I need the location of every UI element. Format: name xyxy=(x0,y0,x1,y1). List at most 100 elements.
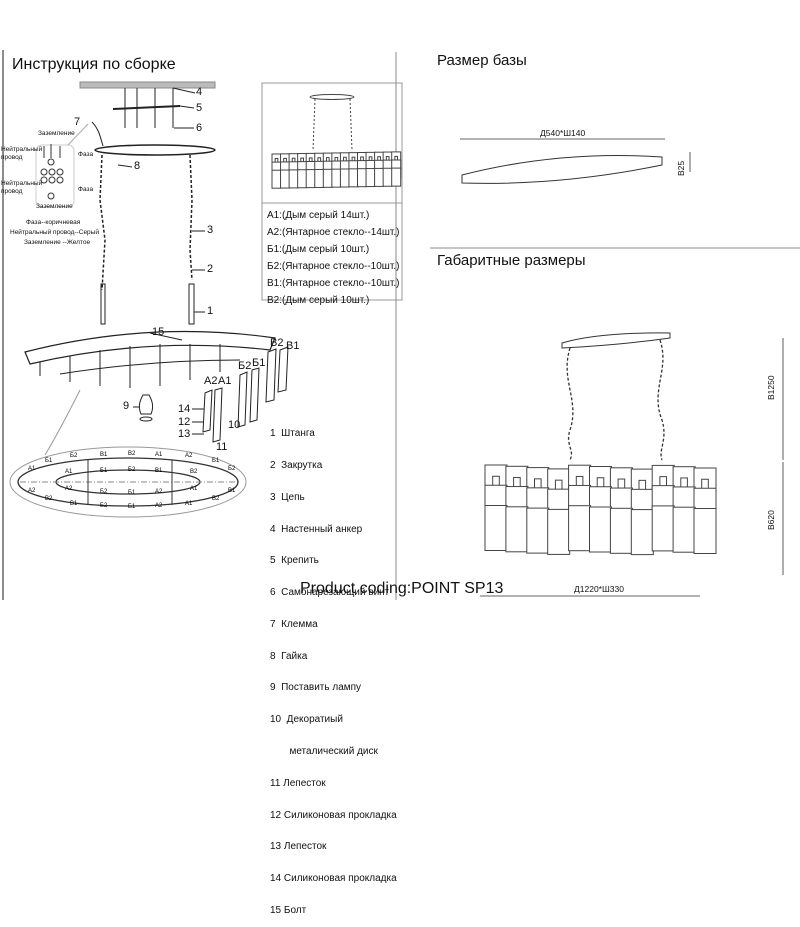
shade-label-a1: A1 xyxy=(218,375,232,387)
ring-label: A1 xyxy=(155,452,163,458)
glass-shade xyxy=(589,506,612,553)
ring-label: B2 xyxy=(212,496,220,502)
base-dimension-drawing xyxy=(460,138,691,184)
part-item: 12 Силиконовая прокладка xyxy=(270,809,397,821)
ring-label: A2 xyxy=(155,489,163,495)
shade-layout-ring xyxy=(9,446,247,518)
parts-list: 1 Штанга 2 Закрутка 3 Цепь 4 Настенный а… xyxy=(270,408,397,927)
glass-shade xyxy=(374,167,385,187)
callout-8: 8 xyxy=(134,160,141,172)
part-item: 13 Лепесток xyxy=(270,841,327,853)
legend-item: B2:(Дым серый 10шт.) xyxy=(267,295,370,306)
glass-shade xyxy=(651,505,675,552)
callout-4: 4 xyxy=(196,86,203,98)
glass-shade xyxy=(357,168,367,188)
glass-shade xyxy=(391,167,402,187)
glass-shade xyxy=(609,507,633,554)
part-item: 6 Самонарезающий винт xyxy=(270,587,390,599)
glass-shade xyxy=(314,168,325,188)
glass-shade xyxy=(271,169,282,189)
glass-shade xyxy=(693,508,717,554)
glass-shade xyxy=(382,167,393,187)
part-item: 1 Штанга xyxy=(270,428,315,440)
glass-shade xyxy=(630,509,654,556)
ring-label: B1 xyxy=(100,452,108,458)
overall-dimension-drawing xyxy=(480,332,784,597)
glass-shade xyxy=(288,169,299,189)
glass-shade xyxy=(322,168,333,188)
legend-item: Б1:(Дым серый 10шт.) xyxy=(267,244,370,255)
glass-shade xyxy=(672,506,696,553)
part-item: 8 Гайка xyxy=(270,650,308,662)
ceiling-mount-diagram xyxy=(24,81,289,456)
ring-label: A1 xyxy=(190,486,198,492)
callout-2: 2 xyxy=(207,263,214,275)
part-item: 5 Крепить xyxy=(270,555,319,567)
ring-label: Б2 xyxy=(100,503,108,509)
ring-label: Б2 xyxy=(228,466,236,472)
ring-label: Б2 xyxy=(128,467,136,473)
callout-15: 15 xyxy=(152,326,165,338)
callout-12: 12 xyxy=(178,416,191,428)
ring-label: Б1 xyxy=(128,490,136,496)
part-item: 11 Лепесток xyxy=(270,777,326,789)
glass-shade xyxy=(568,505,592,552)
shade-label-a2: A2 xyxy=(204,375,218,387)
overall-body-height: B620 xyxy=(766,510,776,530)
ring-label: A1 xyxy=(185,501,193,507)
ring-label: B2 xyxy=(128,451,136,457)
ring-label: B1 xyxy=(228,488,236,494)
callout-13: 13 xyxy=(178,428,191,440)
ring-label: Б1 xyxy=(100,468,108,474)
glass-shade xyxy=(305,169,316,189)
wiring-phase-2: Фаза xyxy=(78,186,94,193)
part-item: 10 Декоратиый xyxy=(270,714,343,726)
callout-6: 6 xyxy=(196,122,203,134)
wiring-phase-1: Фаза xyxy=(78,151,94,158)
callout-11: 11 xyxy=(216,441,228,453)
part-item: 9 Поставить лампу xyxy=(270,682,362,694)
ring-label: A2 xyxy=(185,453,193,459)
callout-7: 7 xyxy=(74,116,81,128)
glass-shade xyxy=(280,169,291,189)
legend-item: A2:(Янтарное стекло--14шт.) xyxy=(267,227,400,238)
shade-label-b2: Б2 xyxy=(238,360,252,372)
part-item: 7 Клемма xyxy=(270,618,318,630)
shade-label-b1: Б1 xyxy=(252,357,266,369)
ring-label: A1 xyxy=(65,469,73,475)
glass-shade xyxy=(339,168,350,188)
glass-shade xyxy=(505,506,529,553)
ring-label: B2 xyxy=(45,496,53,502)
callout-1: 1 xyxy=(207,305,214,317)
part-item: 2 Закрутка xyxy=(270,459,323,471)
callout-3: 3 xyxy=(207,224,214,236)
legend-item: Б2:(Янтарное стекло--10шт.) xyxy=(267,261,400,272)
chandelier-thumbnail xyxy=(271,94,402,189)
legend-item: A1:(Дым серый 14шт.) xyxy=(267,210,370,221)
part-item: 3 Цепь xyxy=(270,491,305,503)
wiring-legend-ground: Заземление --Желтое xyxy=(24,239,91,246)
overall-size-title: Габаритные размеры xyxy=(437,252,586,269)
part-item: 4 Настенный анкер xyxy=(270,523,363,535)
ring-label: Б1 xyxy=(45,458,53,464)
wiring-terminal-diagram xyxy=(35,123,89,208)
product-coding: Product coding:POINT SP13 xyxy=(300,580,504,597)
overall-length-width: Д1220*Ш330 xyxy=(574,584,624,594)
wiring-ground-top: Заземление xyxy=(38,130,75,137)
shade-label-v1: B1 xyxy=(286,340,300,352)
ring-label: Б1 xyxy=(128,504,136,510)
wiring-neutral-2: Нейтральный провод xyxy=(1,180,43,195)
part-item: металический диск xyxy=(270,746,378,757)
ring-label: A1 xyxy=(28,466,36,472)
glass-legend-box xyxy=(261,202,403,301)
callout-10: 10 xyxy=(228,419,241,431)
base-height: B25 xyxy=(676,160,686,176)
base-size-title: Размер базы xyxy=(437,52,527,69)
legend-item: B1:(Янтарное стекло--10шт.) xyxy=(267,278,400,289)
callout-9: 9 xyxy=(123,400,130,412)
ring-label: B1 xyxy=(70,501,78,507)
part-item: 14 Силиконовая прокладка xyxy=(270,873,397,885)
part-item: 15 Болт xyxy=(270,904,307,916)
